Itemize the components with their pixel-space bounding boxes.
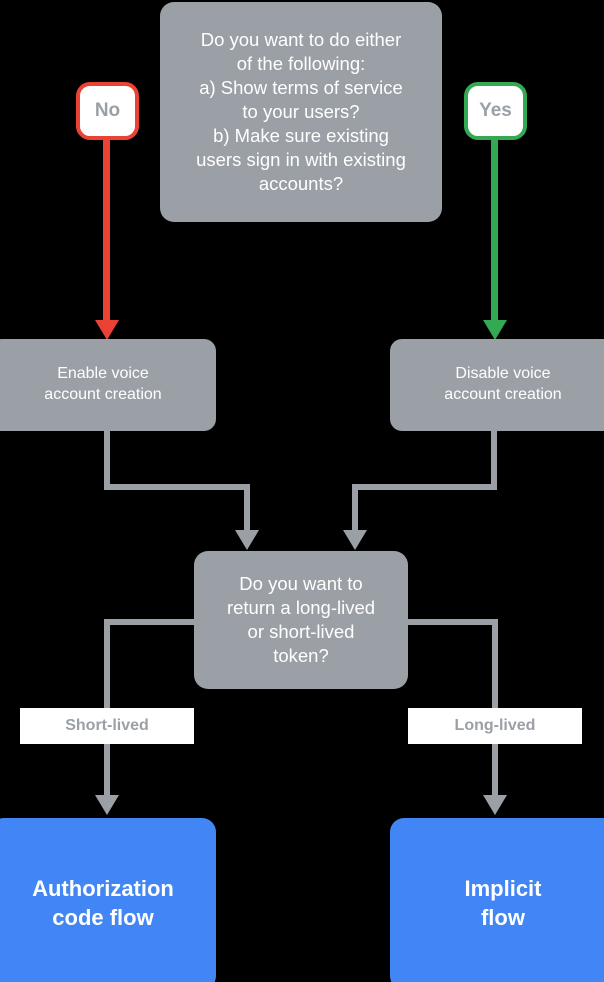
decision-pill-yes-label: Yes xyxy=(479,100,512,121)
edge-disable-to-token-horizontal xyxy=(352,484,497,490)
terminal-node-authorization-code-flow[interactable]: Authorization code flow xyxy=(0,818,216,982)
edge-token-to-auth-arrowhead xyxy=(95,795,119,815)
edge-no-to-enable-vertical xyxy=(103,136,110,322)
edge-enable-to-token-arrowhead xyxy=(235,530,259,550)
edge-yes-to-disable-vertical xyxy=(491,136,498,322)
process-node-enable-voice-text: Enable voice account creation xyxy=(44,365,162,403)
edge-disable-to-token-vertical xyxy=(491,431,497,490)
process-node-enable-voice-account-creation[interactable]: Enable voice account creation xyxy=(0,339,216,431)
edge-enable-to-token-vertical xyxy=(104,431,110,490)
decision-pill-yes[interactable]: Yes xyxy=(464,82,527,140)
decision-pill-no[interactable]: No xyxy=(76,82,139,140)
decision-node-account-linking-question[interactable]: Do you want to do either of the followin… xyxy=(160,2,442,222)
edge-label-long-lived-text: Long-lived xyxy=(454,717,536,734)
process-node-disable-voice-account-creation[interactable]: Disable voice account creation xyxy=(390,339,604,431)
terminal-node-implicit-flow[interactable]: Implicit flow xyxy=(390,818,604,982)
terminal-node-authorization-code-flow-text: Authorization code flow xyxy=(32,876,174,930)
edge-token-to-implicit-horizontal xyxy=(400,619,498,625)
process-node-disable-voice-text: Disable voice account creation xyxy=(444,365,562,403)
edge-token-to-implicit-arrowhead xyxy=(483,795,507,815)
edge-enable-to-token-horizontal xyxy=(104,484,250,490)
edge-no-to-enable-arrowhead xyxy=(95,320,119,340)
edge-disable-to-token-arrowhead xyxy=(343,530,367,550)
decision-node-token-lifetime-question[interactable]: Do you want to return a long-lived or sh… xyxy=(194,551,408,689)
terminal-node-implicit-flow-text: Implicit flow xyxy=(464,876,542,930)
edge-enable-to-token-drop xyxy=(244,484,250,532)
edge-label-long-lived: Long-lived xyxy=(408,708,582,744)
edge-token-to-auth-horizontal xyxy=(104,619,202,625)
decision-node-token-lifetime-text: Do you want to return a long-lived or sh… xyxy=(226,572,376,667)
edge-yes-to-disable-arrowhead xyxy=(483,320,507,340)
edge-disable-to-token-drop xyxy=(352,484,358,532)
decision-pill-no-label: No xyxy=(94,100,121,121)
decision-node-account-linking-text: Do you want to do either of the followin… xyxy=(196,28,406,195)
edge-label-short-lived-text: Short-lived xyxy=(65,717,149,734)
edge-label-short-lived: Short-lived xyxy=(20,708,194,744)
